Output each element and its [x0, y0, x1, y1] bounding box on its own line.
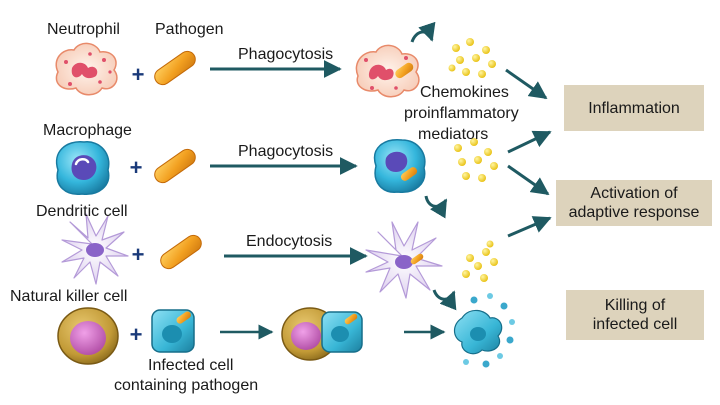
label-infected-cell-line2: containing pathogen: [114, 377, 259, 394]
label-natural-killer-cell: Natural killer cell: [10, 288, 128, 305]
dendritic-engulfing-icon: [365, 221, 443, 299]
nk-cell-icon: [57, 307, 119, 365]
label-dendritic-cell: Dendritic cell: [36, 203, 128, 220]
chemokine-dots-row3: [462, 240, 498, 282]
plus-sign-row4: +: [130, 322, 143, 347]
macrophage-cell-icon: [55, 141, 110, 195]
pathogen-icon-row2: [154, 148, 196, 184]
label-chemokines-line2: proinflammatory: [404, 105, 519, 122]
release-arc-row2: [424, 195, 448, 219]
label-process-row3: Endocytosis: [246, 233, 333, 250]
release-arc-row3: [432, 289, 457, 311]
outcome-inflammation: Inflammation: [564, 85, 704, 131]
outcome-killing-line2: infected cell: [592, 316, 678, 333]
outcome-inflammation-text: Inflammation: [588, 99, 680, 117]
infected-cell-icon: [151, 309, 195, 353]
pathogen-icon-row1: [154, 50, 196, 86]
pathogen-icon-row3: [160, 234, 202, 270]
plus-sign-row2: +: [130, 155, 143, 180]
label-pathogen: Pathogen: [155, 21, 224, 38]
neutrophil-cell-icon: [55, 42, 118, 96]
outcome-activation-adaptive-response: Activation of adaptive response: [556, 180, 712, 226]
outcome-killing-infected-cell: Killing of infected cell: [566, 290, 704, 340]
macrophage-engulfing-icon: [373, 139, 426, 193]
arrow-row1-to-inflammation: [505, 68, 548, 100]
label-neutrophil: Neutrophil: [47, 21, 120, 38]
dendritic-cell-icon: [61, 213, 129, 285]
plus-sign-row1: +: [132, 62, 145, 87]
arrow-row3-to-activation: [507, 216, 552, 238]
outcome-activation-line2: adaptive response: [568, 204, 700, 221]
outcome-activation-line1: Activation of: [590, 185, 678, 202]
release-arc-row1: [410, 21, 436, 43]
nk-contact-icon: [281, 307, 363, 361]
label-chemokines-line3: mediators: [418, 126, 489, 143]
label-process-row2: Phagocytosis: [238, 143, 334, 160]
outcome-killing-line1: Killing of: [604, 297, 666, 314]
arrow-row2-to-inflammation: [507, 130, 552, 154]
label-macrophage: Macrophage: [43, 122, 132, 139]
label-process-row1: Phagocytosis: [238, 46, 334, 63]
arrow-row2-to-activation: [507, 164, 550, 196]
neutrophil-engulfing-icon: [355, 44, 420, 98]
label-chemokines-line1: Chemokines: [420, 84, 509, 101]
label-infected-cell-line1: Infected cell: [148, 357, 234, 374]
chemokine-dots-row2: [454, 138, 498, 182]
killed-cell-debris-icon: [453, 293, 515, 368]
plus-sign-row3: +: [132, 242, 145, 267]
chemokine-dots-row1: [448, 38, 496, 78]
